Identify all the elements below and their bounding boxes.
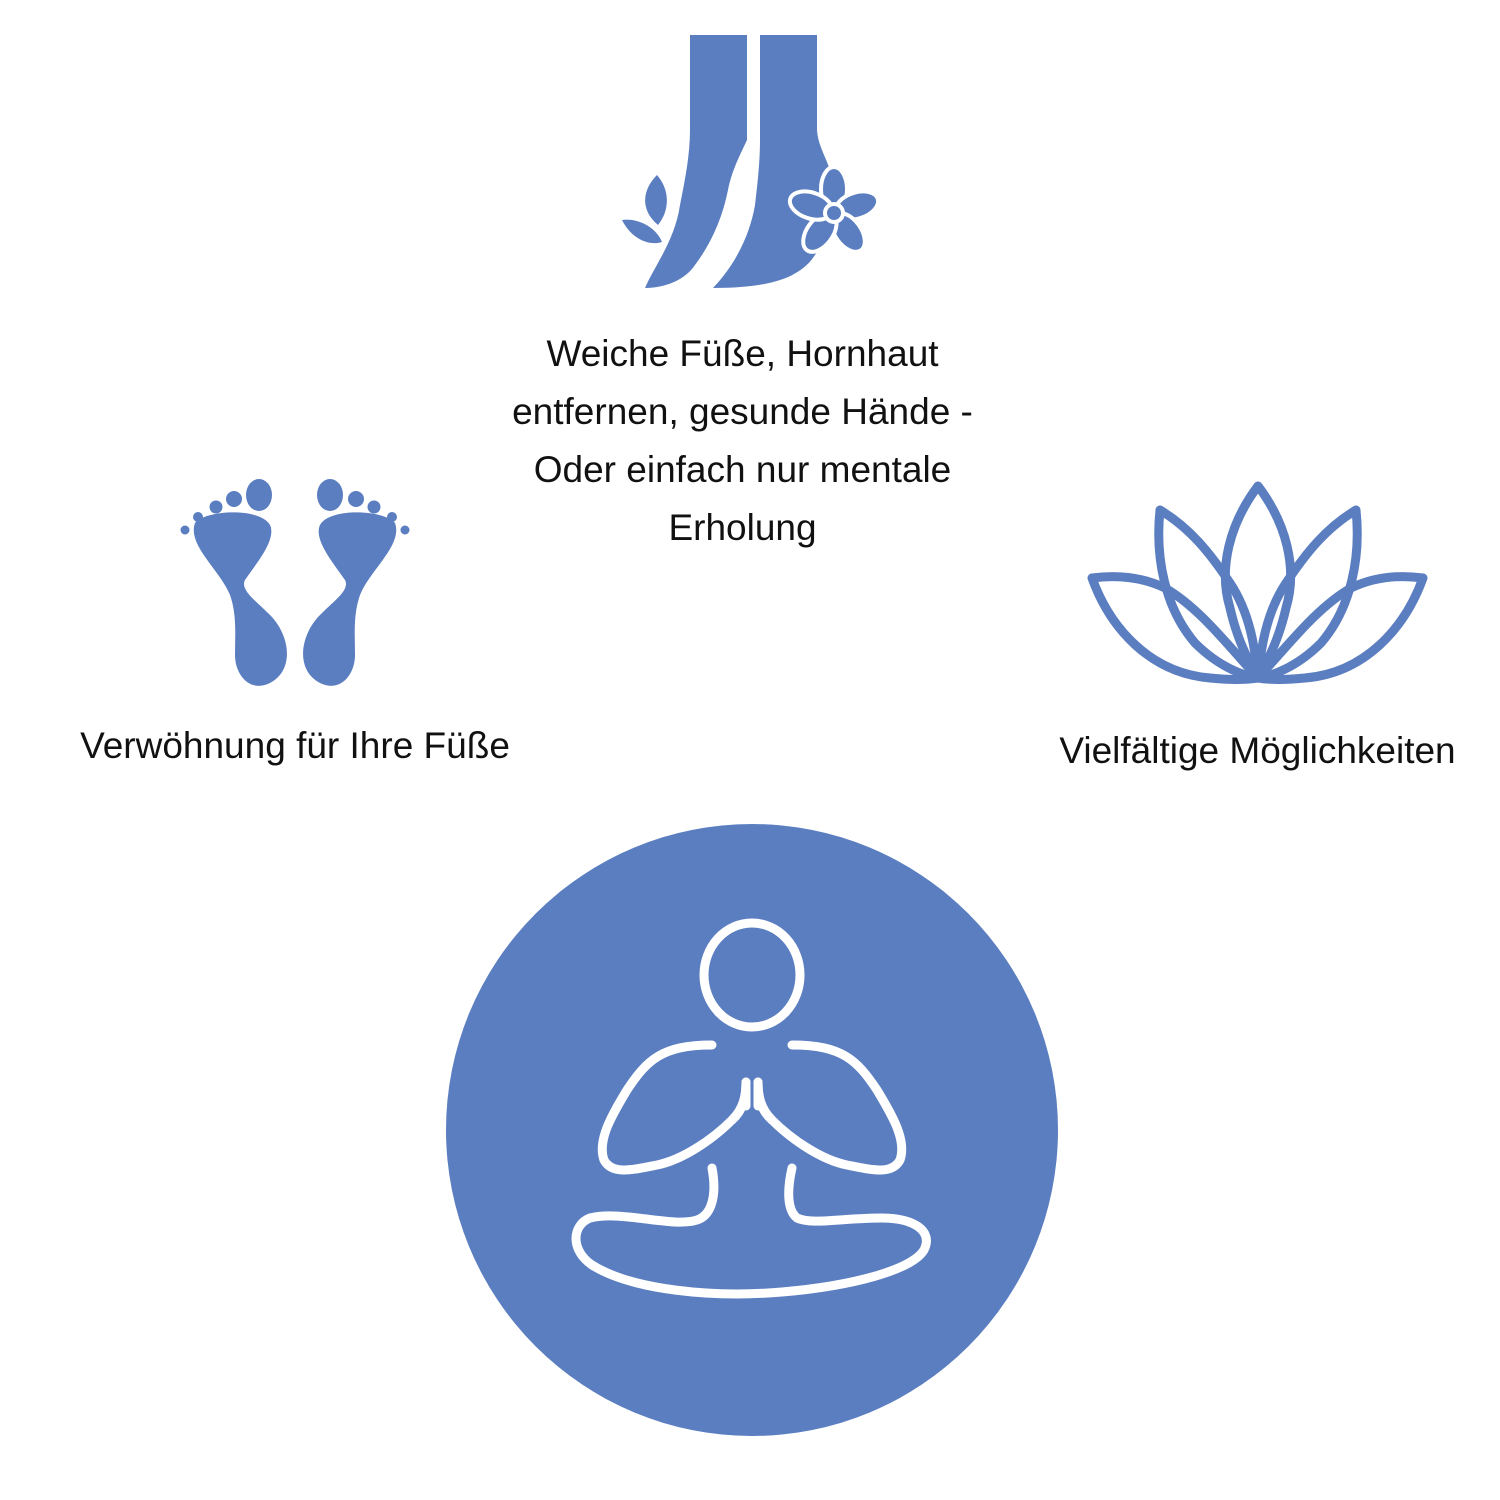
meditation-icon xyxy=(446,824,1058,1436)
caption-top-feature: Weiche Füße, Hornhaut entfernen, gesunde… xyxy=(512,333,973,548)
footprints-icon xyxy=(180,479,410,686)
lotus-icon xyxy=(1087,481,1428,684)
meditation-circle xyxy=(446,824,1058,1436)
caption-right-feature: Vielfältige Möglichkeiten xyxy=(1059,730,1456,771)
feet-with-flower-icon xyxy=(622,35,881,288)
caption-left-feature: Verwöhnung für Ihre Füße xyxy=(80,725,510,766)
